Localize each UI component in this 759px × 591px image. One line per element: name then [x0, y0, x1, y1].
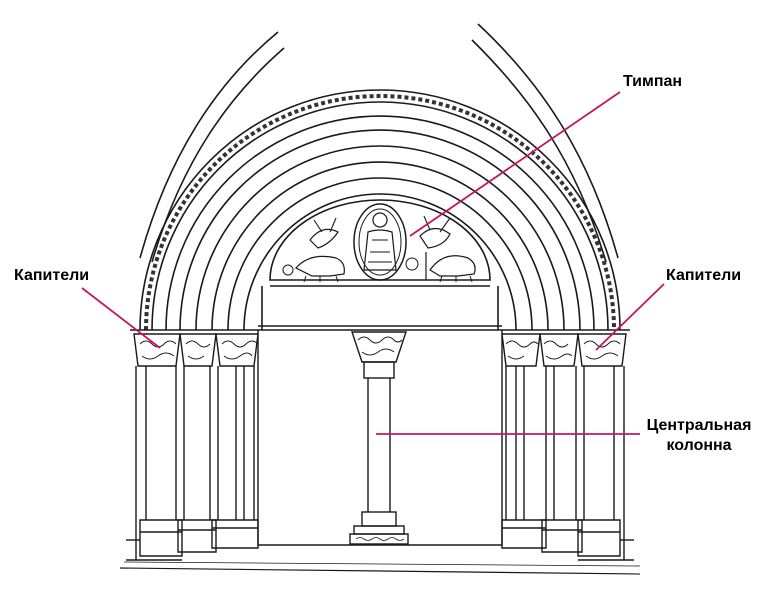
archivolts: [139, 89, 621, 331]
label-central-column-line2: колонна: [666, 437, 732, 454]
label-tympanum: Тимпан: [623, 73, 683, 90]
leader-line-capitals-left: [81, 287, 161, 349]
label-capitals-left: Капители: [14, 267, 90, 284]
label-central-column-line1: Центральная: [646, 417, 752, 434]
leader-line-capitals-right: [595, 283, 665, 351]
tympanum: [269, 199, 491, 287]
leader-lines: [81, 91, 665, 435]
floor-steps: [119, 561, 641, 575]
cable-moulding: [144, 94, 616, 331]
central-column: [349, 331, 409, 545]
label-central-column: Центральная колонна: [640, 416, 758, 456]
lintel: [130, 286, 630, 331]
label-capitals-right: Капители: [666, 267, 742, 284]
door-opening: [257, 330, 503, 546]
left-jamb-columns: [126, 333, 259, 561]
right-jamb-columns: [501, 333, 634, 561]
leader-line-tympanum: [409, 91, 621, 237]
